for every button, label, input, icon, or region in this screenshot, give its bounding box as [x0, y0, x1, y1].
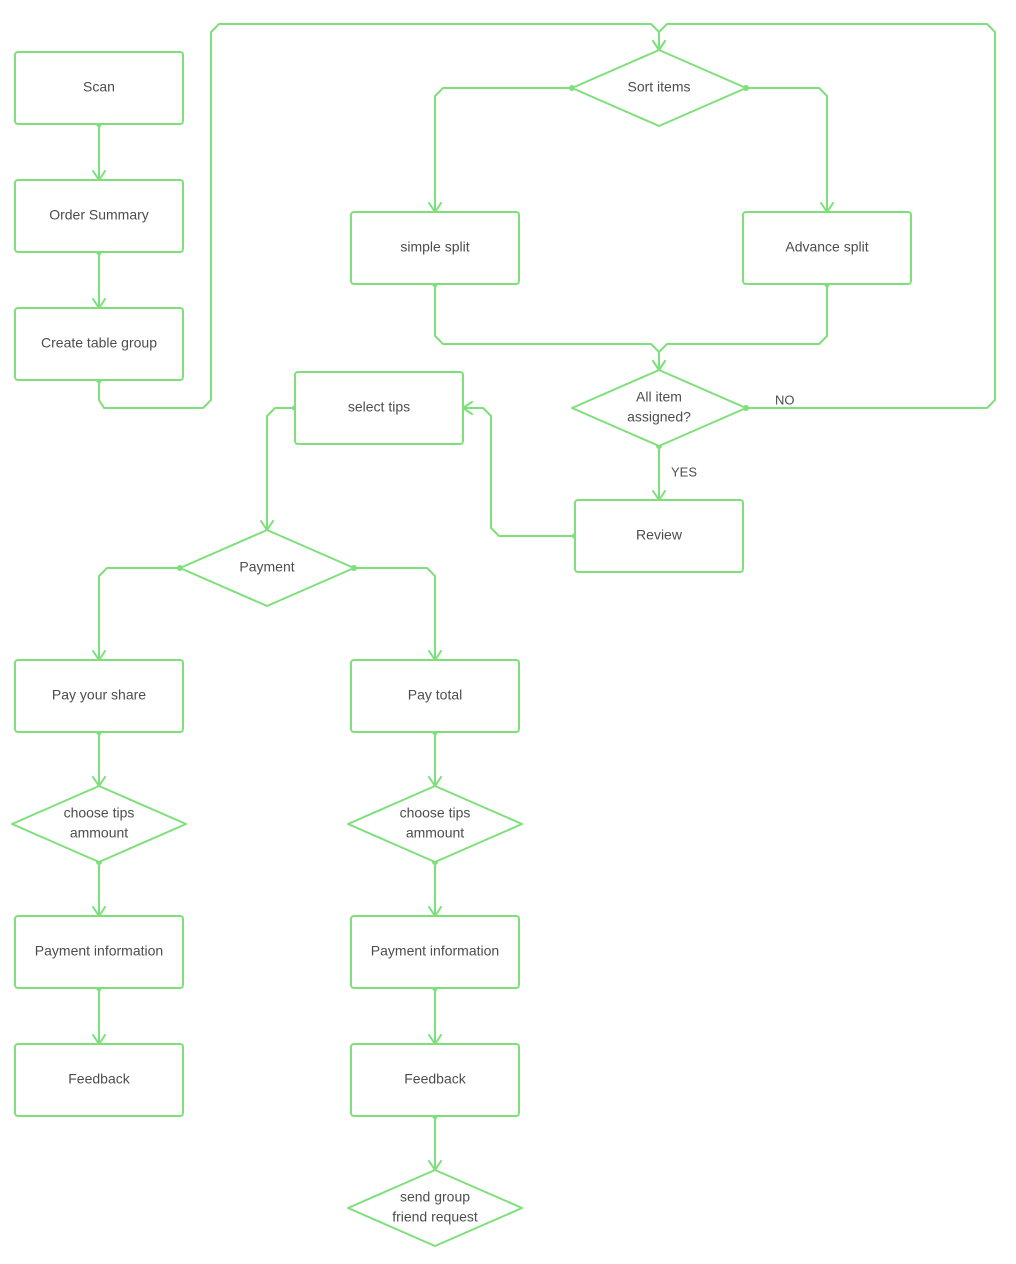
edge-feedback_right-to-send_group_request	[428, 1113, 442, 1171]
process-box	[350, 1043, 520, 1117]
node-label: Advance split	[785, 239, 868, 255]
process-box	[294, 371, 464, 445]
edge-scan-to-order_summary	[92, 121, 106, 181]
node-label: Payment	[239, 559, 294, 575]
node-simple-split: simple split	[350, 211, 520, 285]
node-label: All item	[636, 389, 682, 405]
edge-advance_split-to-all_item_assigned	[652, 281, 830, 371]
process-box	[14, 915, 184, 989]
process-box	[14, 51, 184, 125]
node-send-group-request: send group friend request	[347, 1169, 523, 1247]
process-box	[14, 307, 184, 381]
edge-choose_tips_right-to-payment_info_right	[428, 859, 442, 917]
node-order-summary: Order Summary	[14, 179, 184, 253]
process-box	[350, 659, 520, 733]
decision-diamond	[571, 369, 747, 447]
process-box	[574, 499, 744, 573]
process-box	[14, 1043, 184, 1117]
edge-line	[354, 567, 436, 660]
edge-select_tips-to-payment	[260, 405, 298, 531]
process-box	[742, 211, 912, 285]
node-label: friend request	[392, 1209, 478, 1225]
node-all-item-assigned: All item assigned?	[571, 369, 747, 447]
edge-pay_total-to-choose_tips_right	[428, 729, 442, 787]
edge-sort_items-to-simple_split	[428, 85, 575, 213]
node-label: Feedback	[68, 1071, 130, 1087]
edge-line	[98, 567, 180, 660]
edge-line	[463, 407, 575, 537]
node-label: Sort items	[627, 79, 690, 95]
edge-line	[658, 284, 828, 370]
node-label: Feedback	[404, 1071, 466, 1087]
edge-order_summary-to-create_table_group	[92, 249, 106, 309]
decision-diamond	[571, 49, 747, 127]
node-payment: Payment	[179, 529, 355, 607]
edge-line	[434, 87, 572, 212]
decision-diamond	[347, 1169, 523, 1247]
edge-payment-to-pay_total	[351, 565, 442, 661]
edge-review-to-select_tips	[462, 401, 578, 539]
node-select-tips: select tips	[294, 371, 464, 445]
edge-payment_info_left-to-feedback_left	[92, 985, 106, 1045]
node-sort-items: Sort items	[571, 49, 747, 127]
edge-pay_your_share-to-choose_tips_left	[92, 729, 106, 787]
node-advance-split: Advance split	[742, 211, 912, 285]
node-label: Review	[636, 527, 683, 543]
edge-line	[98, 23, 660, 409]
edge-sort_items-to-advance_split	[743, 85, 834, 213]
node-payment-info-left: Payment information	[14, 915, 184, 989]
node-label: choose tips	[64, 805, 135, 821]
node-pay-your-share: Pay your share	[14, 659, 184, 733]
node-label: Pay total	[408, 687, 462, 703]
node-label: Create table group	[41, 335, 157, 351]
decision-diamond	[11, 785, 187, 863]
edge-simple_split-to-all_item_assigned	[432, 281, 666, 371]
process-box	[14, 659, 184, 733]
node-label: Order Summary	[49, 207, 149, 223]
node-feedback-right: Feedback	[350, 1043, 520, 1117]
node-label: Payment information	[35, 943, 163, 959]
edge-payment_info_right-to-feedback_right	[428, 985, 442, 1045]
edge-payment-to-pay_your_share	[92, 565, 183, 661]
node-label: simple split	[400, 239, 469, 255]
node-label: send group	[400, 1189, 470, 1205]
node-label: Payment information	[371, 943, 499, 959]
process-box	[350, 915, 520, 989]
node-label: Scan	[83, 79, 115, 95]
decision-diamond	[347, 785, 523, 863]
edge-label-no: NO	[775, 392, 795, 407]
node-create-table-group: Create table group	[14, 307, 184, 381]
edge-line	[658, 23, 996, 409]
node-label: choose tips	[400, 805, 471, 821]
node-payment-info-right: Payment information	[350, 915, 520, 989]
edge-line	[266, 407, 295, 530]
process-box	[350, 211, 520, 285]
node-label: select tips	[348, 399, 410, 415]
node-pay-total: Pay total	[350, 659, 520, 733]
node-label: ammount	[70, 825, 128, 841]
node-feedback-left: Feedback	[14, 1043, 184, 1117]
edge-all_item_assigned-to-review: YES	[652, 443, 697, 501]
edge-choose_tips_left-to-payment_info_left	[92, 859, 106, 917]
edge-line	[746, 87, 828, 212]
node-choose-tips-right: choose tips ammount	[347, 785, 523, 863]
node-label: ammount	[406, 825, 464, 841]
node-scan: Scan	[14, 51, 184, 125]
decision-diamond	[179, 529, 355, 607]
node-review: Review	[574, 499, 744, 573]
node-label: assigned?	[627, 409, 691, 425]
node-choose-tips-left: choose tips ammount	[11, 785, 187, 863]
node-label: Pay your share	[52, 687, 146, 703]
edge-label-yes: YES	[671, 464, 697, 479]
edge-line	[434, 284, 660, 370]
process-box	[14, 179, 184, 253]
